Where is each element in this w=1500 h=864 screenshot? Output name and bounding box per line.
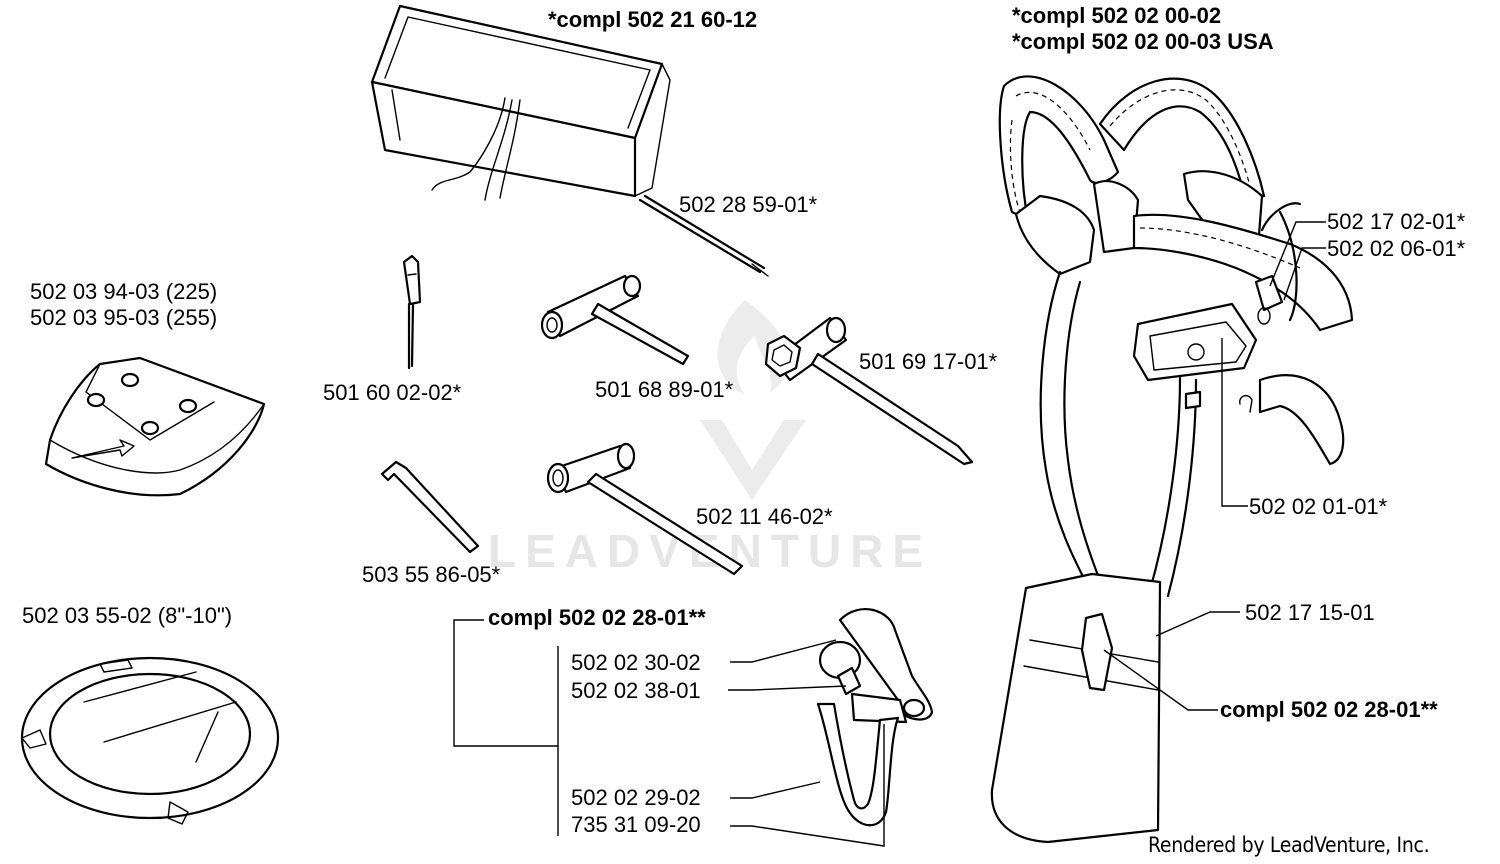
ring-guard [20, 656, 280, 825]
label-hex-key: 503 55 86-05* [362, 562, 501, 587]
label-screwdriver: 501 60 02-02* [323, 380, 462, 405]
tool-bag [370, 4, 671, 201]
label-hook-compl: compl 502 02 28-01** [488, 605, 706, 630]
label-hip-pad: 502 17 15-01 [1245, 600, 1375, 625]
label-harness-compl-2: *compl 502 02 00-03 USA [1012, 29, 1274, 54]
harness [990, 75, 1354, 844]
label-plug-wrench: 502 11 46-02* [696, 504, 833, 529]
label-strap-2: 502 02 06-01* [1327, 236, 1466, 261]
rod-tool [638, 194, 769, 277]
footer-credit: Rendered by LeadVenture, Inc. [1148, 833, 1430, 857]
label-harness-compl-1: *compl 502 02 00-02 [1012, 3, 1222, 28]
label-hook-part-1: 502 02 30-02 [571, 650, 701, 675]
label-hook-compl-right: compl 502 02 28-01** [1220, 697, 1438, 722]
label-combi-wrench: 501 68 89-01* [595, 377, 734, 402]
plug-wrench [546, 442, 744, 576]
hook-assembly [816, 608, 934, 827]
label-hook-part-3: 502 02 29-02 [571, 785, 701, 810]
label-hook-part-2: 502 02 38-01 [571, 678, 701, 703]
label-strap-1: 502 17 02-01* [1327, 209, 1466, 234]
label-socket-wrench: 501 69 17-01* [859, 349, 998, 374]
trimmer-guard [44, 356, 266, 497]
hex-key [380, 460, 480, 554]
leader-lines [453, 221, 1326, 847]
socket-wrench [764, 316, 974, 466]
label-ring-guard: 502 03 55-02 (8"-10") [22, 603, 233, 628]
label-harness-strap: 502 02 01-01* [1249, 494, 1388, 519]
label-guard-1: 502 03 94-03 (225) [30, 279, 218, 304]
label-guard-2: 502 03 95-03 (255) [30, 305, 218, 330]
watermark-logo [700, 300, 806, 500]
label-rod: 502 28 59-01* [679, 192, 818, 217]
screwdriver [402, 254, 422, 370]
label-bag-compl: *compl 502 21 60-12 [548, 7, 758, 32]
combination-wrench [540, 274, 690, 366]
label-hook-part-4: 735 31 09-20 [571, 812, 701, 837]
